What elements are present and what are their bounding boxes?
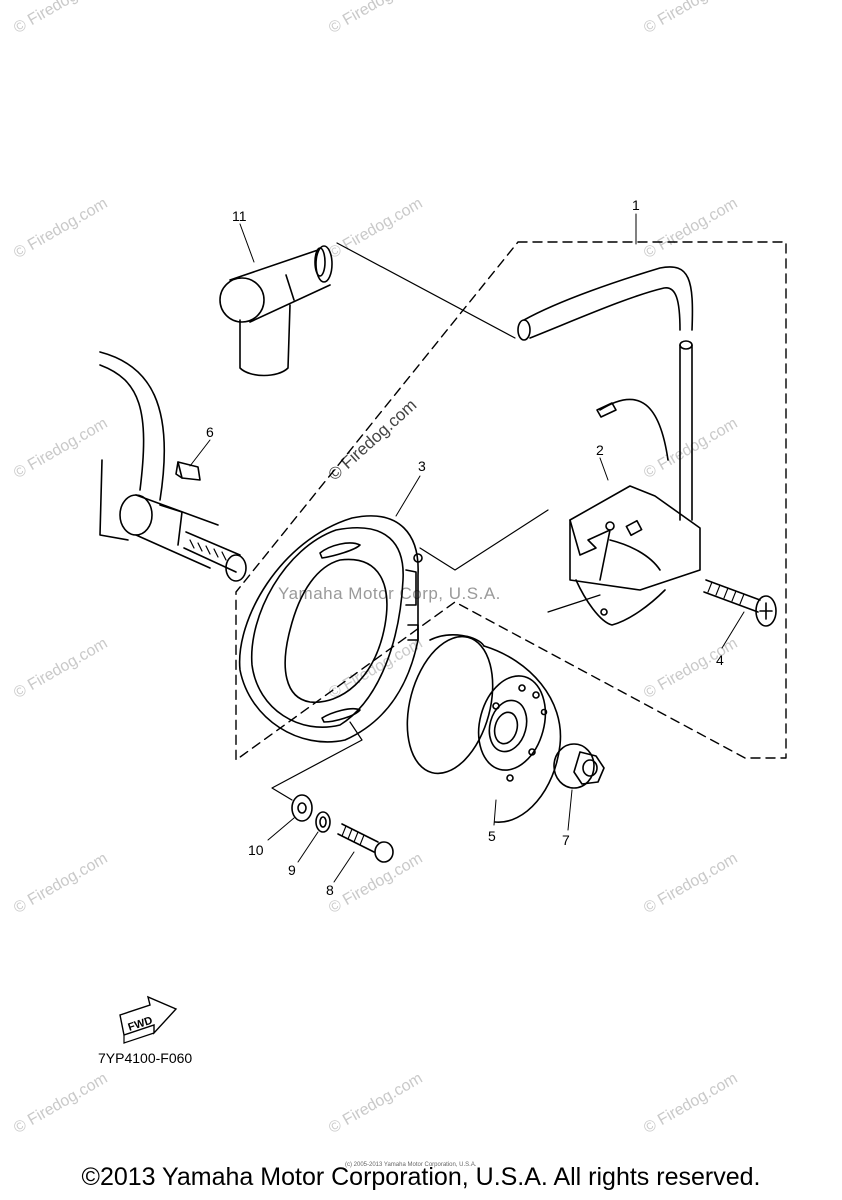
callout-5: 5 — [488, 828, 496, 844]
callout-2: 2 — [596, 442, 604, 458]
spark-plug-cap — [219, 245, 333, 377]
callout-6: 6 — [206, 424, 214, 440]
crankshaft — [99, 351, 247, 582]
assembly-boundary — [235, 241, 787, 761]
callout-1: 1 — [632, 197, 640, 213]
flange-nut — [553, 743, 605, 789]
callout-9: 9 — [288, 862, 296, 878]
leader-line — [271, 721, 363, 801]
stator-plate — [238, 515, 423, 743]
copyright-notice: ©2013 Yamaha Motor Corporation, U.S.A. A… — [81, 1163, 761, 1191]
corp-watermark: Yamaha Motor Corp, U.S.A. — [278, 584, 501, 603]
leader-line — [336, 242, 516, 339]
woodruff-key — [175, 461, 201, 481]
callout-10: 10 — [248, 842, 264, 858]
coil-bolt — [703, 579, 777, 627]
ignition-coil — [517, 266, 701, 626]
callout-3: 3 — [418, 458, 426, 474]
leader-line — [547, 594, 601, 613]
callout-8: 8 — [326, 882, 334, 898]
part-code: 7YP4100-F060 — [98, 1050, 193, 1066]
spring-washer — [315, 811, 331, 833]
callout-4: 4 — [716, 652, 724, 668]
fwd-arrow-icon: FWD — [119, 995, 178, 1044]
callout-7: 7 — [562, 832, 570, 848]
flywheel-rotor — [406, 634, 562, 823]
callout-leaders — [189, 213, 745, 883]
plain-washer — [291, 794, 313, 822]
stator-screw — [337, 823, 394, 863]
callout-11: 11 — [232, 208, 247, 224]
leader-line — [419, 509, 549, 571]
fine-print: (c) 2005-2013 Yamaha Motor Corporation, … — [345, 1162, 477, 1168]
